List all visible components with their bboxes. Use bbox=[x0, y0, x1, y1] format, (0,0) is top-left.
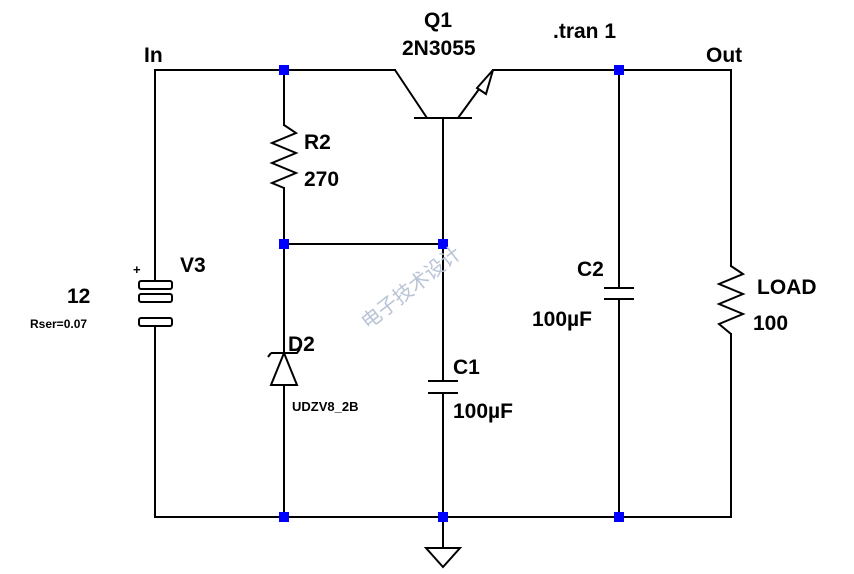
load-value-label: 100 bbox=[753, 312, 788, 335]
net-label-in: In bbox=[144, 44, 163, 67]
c2-ref-label: C2 bbox=[577, 258, 604, 281]
c2-value-label: 100µF bbox=[532, 308, 592, 331]
c1-ref-label: C1 bbox=[453, 356, 480, 379]
v3-value-label: 12 bbox=[67, 285, 90, 308]
load-resistor-symbol[interactable] bbox=[716, 265, 746, 335]
q1-transistor-symbol[interactable] bbox=[394, 69, 494, 119]
junction-dot bbox=[279, 512, 289, 522]
ground-icon[interactable] bbox=[423, 547, 463, 569]
v3-polarity-mark: + bbox=[133, 262, 141, 277]
c1-value-label: 100µF bbox=[453, 400, 513, 423]
junction-dot bbox=[279, 65, 289, 75]
r2-resistor-symbol[interactable] bbox=[269, 124, 299, 189]
watermark-text: 电子技术设计 bbox=[356, 241, 465, 334]
load-ref-label: LOAD bbox=[757, 276, 817, 299]
r2-ref-label: R2 bbox=[304, 131, 331, 154]
sim-directive[interactable]: .tran 1 bbox=[553, 20, 616, 43]
d2-value-label: UDZV8_2B bbox=[292, 399, 358, 414]
r2-value-label: 270 bbox=[304, 168, 339, 191]
q1-ref-label: Q1 bbox=[424, 9, 452, 32]
d2-zener-symbol[interactable] bbox=[267, 348, 301, 386]
junction-dot bbox=[438, 512, 448, 522]
v3-param-label: Rser=0.07 bbox=[30, 317, 87, 331]
q1-value-label: 2N3055 bbox=[402, 37, 476, 60]
labels: In Out .tran 1 Q1 2N3055 R2 270 + V3 12 … bbox=[30, 9, 817, 423]
junction-dot bbox=[279, 239, 289, 249]
net-label-out: Out bbox=[706, 44, 742, 67]
wires bbox=[154, 69, 732, 549]
v3-ref-label: V3 bbox=[180, 254, 206, 277]
junction-dot bbox=[614, 512, 624, 522]
d2-ref-label: D2 bbox=[288, 333, 315, 356]
junction-dot bbox=[614, 65, 624, 75]
v3-battery-symbol[interactable] bbox=[138, 280, 173, 327]
c2-capacitor-symbol[interactable] bbox=[604, 287, 634, 300]
junctions bbox=[279, 65, 624, 522]
c1-capacitor-symbol[interactable] bbox=[428, 380, 458, 394]
junction-dot bbox=[438, 239, 448, 249]
